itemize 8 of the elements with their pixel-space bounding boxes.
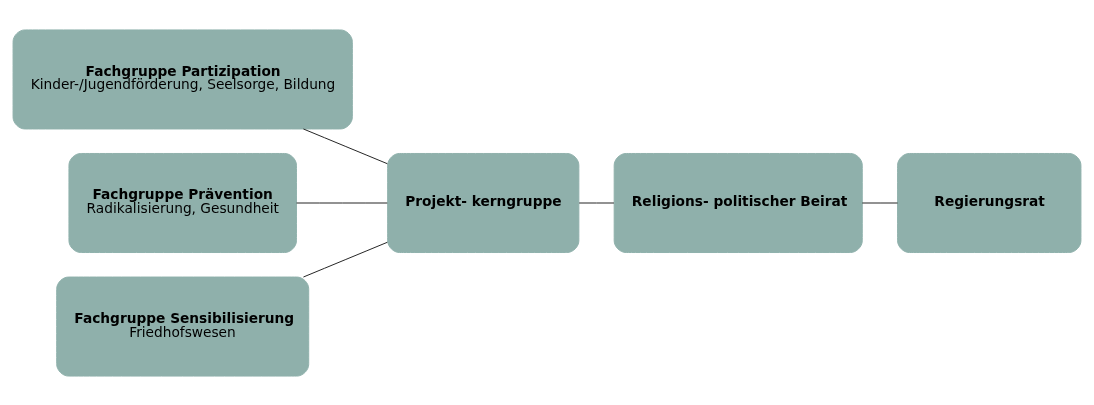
node-box: Religions- politischer Beirat: [613, 152, 863, 253]
node-box: Fachgruppe Partizipation Kinder-/Jugendförderung, Seelsorge, Bildung: [12, 28, 353, 129]
connector: [302, 128, 388, 164]
node-box: Projekt- kerngruppe: [387, 152, 580, 253]
node-box: Regierungsrat: [897, 152, 1082, 253]
node-box: Fachgruppe Sensibilisierung Friedhofswesen: [56, 276, 310, 377]
connector: [302, 241, 388, 277]
node-box: Fachgruppe Prävention Radikalisierung, Gesundheit: [68, 152, 297, 253]
